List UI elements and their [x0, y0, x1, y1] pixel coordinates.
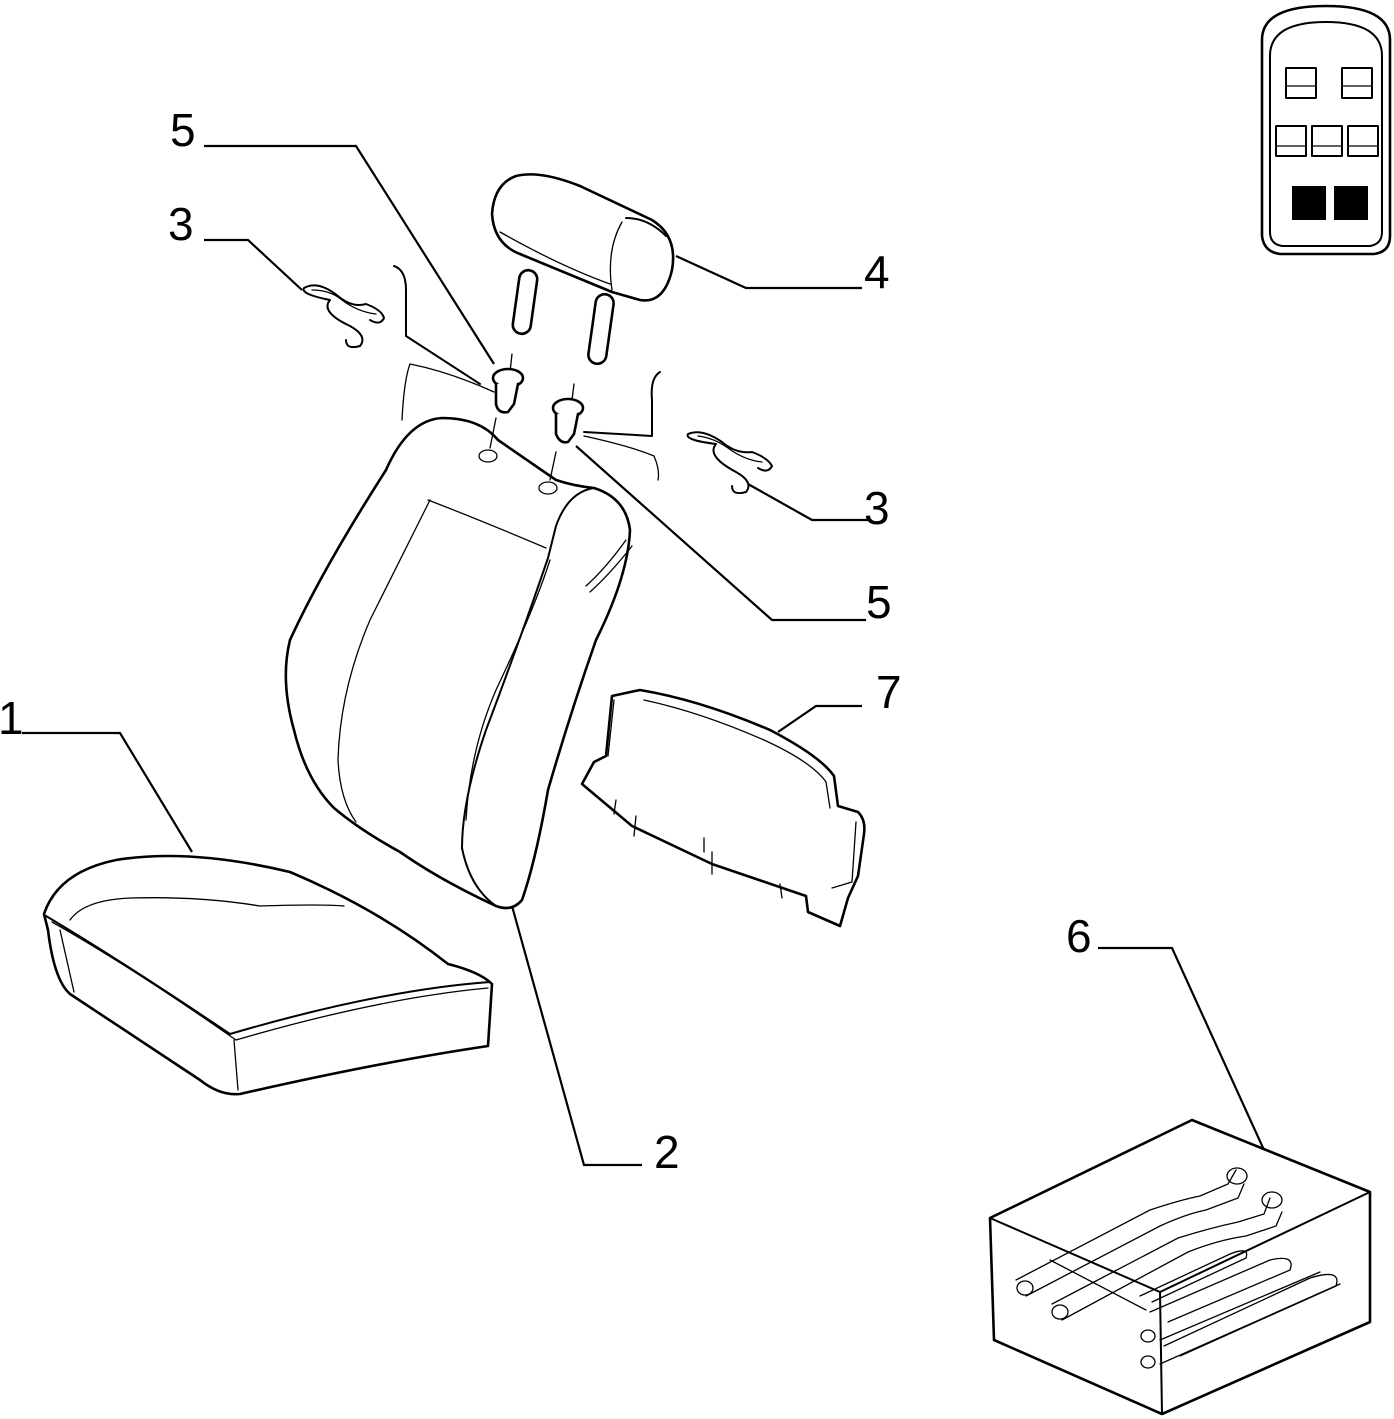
callout-4: 4	[864, 246, 890, 298]
headrest-guide-sleeve-icon	[491, 353, 585, 444]
callout-labels: 1 2 3 3 4 5 5 6 7	[0, 104, 1092, 1178]
callout-7: 7	[876, 666, 902, 718]
headrest-icon	[490, 173, 675, 366]
locator-seat-mid-center	[1311, 125, 1343, 157]
callout-5-right: 5	[866, 576, 892, 628]
locator-seat-mid-left	[1275, 125, 1307, 157]
leader-2	[510, 905, 642, 1167]
leader-7	[777, 704, 862, 733]
retaining-bracket-icon	[393, 265, 661, 481]
leader-5a	[204, 144, 495, 365]
locator-seat-rear-left	[1285, 67, 1317, 99]
leader-3a	[204, 238, 303, 291]
vehicle-seat-layout-icon	[1260, 4, 1392, 256]
leader-1	[22, 731, 193, 853]
spring-clip-icon	[302, 284, 773, 495]
leader-6	[1098, 946, 1266, 1151]
locator-seat-front-left	[1292, 186, 1326, 220]
callout-1: 1	[0, 692, 24, 744]
callout-3-right: 3	[864, 482, 890, 534]
callout-2: 2	[654, 1126, 680, 1178]
leader-5b	[575, 445, 866, 622]
locator-seat-mid-right	[1347, 125, 1379, 157]
leader-3b	[747, 483, 868, 522]
callout-3-left: 3	[168, 198, 194, 250]
leader-4	[675, 254, 862, 290]
callout-6: 6	[1066, 910, 1092, 962]
backrest-panel-icon	[580, 688, 866, 928]
seat-cushion-icon	[42, 854, 494, 1096]
frame-kit-box-icon	[988, 1118, 1372, 1416]
callout-5-top: 5	[170, 104, 196, 156]
seat-backrest-icon	[284, 416, 633, 910]
locator-seat-front-right	[1334, 186, 1368, 220]
leader-lines	[22, 144, 1266, 1167]
locator-seat-rear-right	[1341, 67, 1373, 99]
